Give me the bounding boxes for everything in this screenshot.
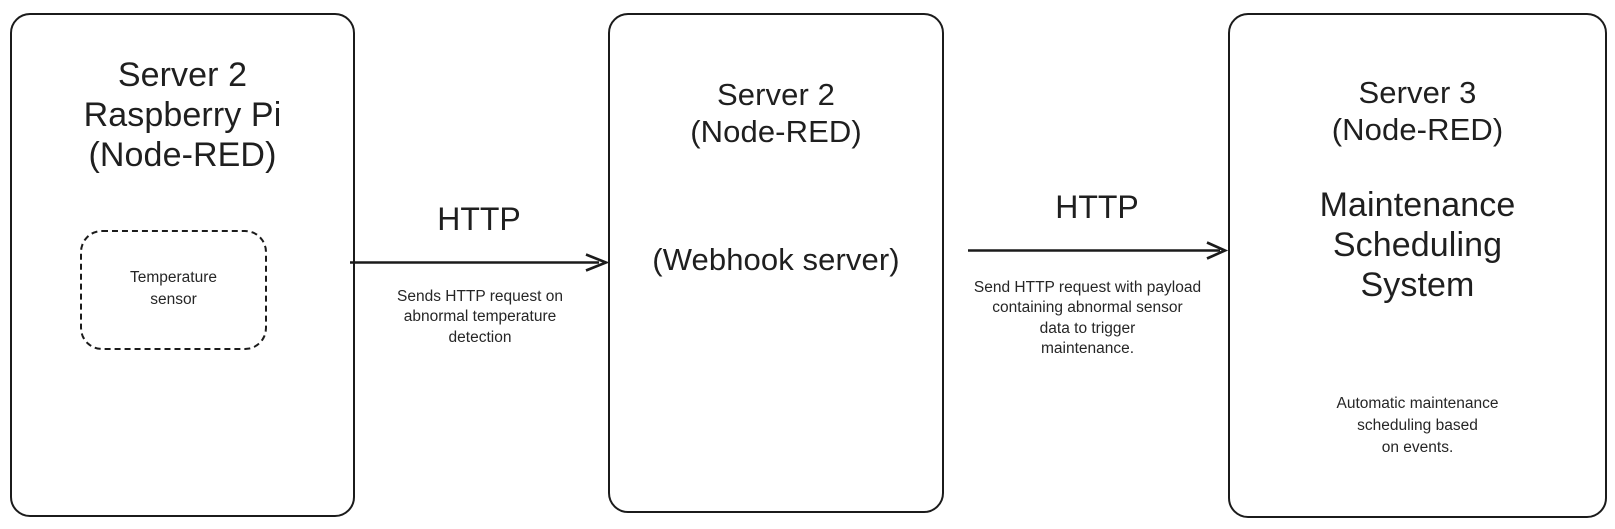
node-server3-maintenance[interactable]: Server 3 (Node-RED) Maintenance Scheduli…	[1228, 13, 1607, 518]
edge-pi-to-webhook-arrow	[350, 253, 610, 272]
node-server3-maintenance-title: Server 3 (Node-RED)	[1331, 75, 1504, 147]
edge-webhook-to-maintenance-protocol-label: HTTP	[1055, 189, 1139, 225]
edge-pi-to-webhook-protocol-label: HTTP	[437, 201, 521, 237]
node-server2-raspberry-pi-title: Server 2 Raspberry Pi (Node-RED)	[83, 56, 282, 175]
edge-webhook-to-maintenance-arrow	[968, 241, 1229, 260]
node-server2-webhook[interactable]: Server 2 (Node-RED) (Webhook server)	[608, 13, 944, 513]
edge-webhook-to-maintenance-description: Send HTTP request with payload containin…	[973, 279, 1202, 358]
node-server2-raspberry-pi[interactable]: Server 2 Raspberry Pi (Node-RED) Tempera…	[10, 13, 355, 517]
edge-webhook-to-maintenance	[968, 240, 1229, 262]
node-server3-maintenance-note: Automatic maintenance scheduling based o…	[1336, 395, 1499, 456]
node-server2-webhook-subtitle: (Webhook server)	[652, 242, 900, 277]
node-server3-maintenance-subtitle: Maintenance Scheduling System	[1319, 186, 1516, 305]
edge-pi-to-webhook	[350, 252, 610, 274]
node-temperature-sensor-label: Temperature sensor	[129, 269, 217, 309]
edge-pi-to-webhook-description: Sends HTTP request on abnormal temperatu…	[397, 288, 563, 346]
node-server2-webhook-title: Server 2 (Node-RED)	[690, 77, 862, 149]
node-temperature-sensor[interactable]: Temperature sensor	[80, 230, 267, 350]
